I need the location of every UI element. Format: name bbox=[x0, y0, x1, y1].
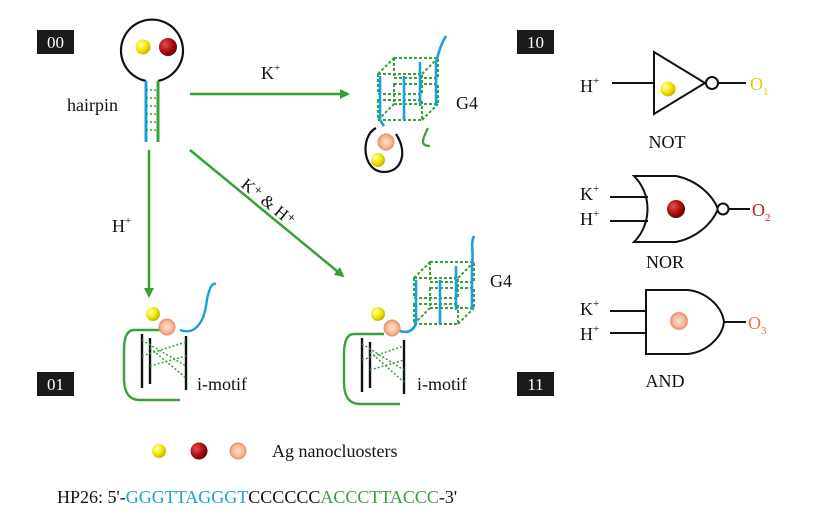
imotif-right-label: i-motif bbox=[417, 374, 467, 394]
legend-yellow-cluster-icon bbox=[152, 444, 166, 458]
legend-salmon-cluster-icon bbox=[229, 442, 247, 460]
sequence-black-part: CCCCCC bbox=[248, 487, 320, 507]
legend-red-cluster-icon bbox=[190, 442, 208, 460]
nor-gate-output: O2 bbox=[752, 200, 771, 224]
sequence-blue-part: GGGTTAGGGT bbox=[126, 487, 249, 507]
state-tag-00-label: 00 bbox=[47, 33, 64, 52]
yellow-cluster-icon bbox=[660, 81, 676, 97]
state-tag-10-label: 10 bbox=[527, 33, 544, 52]
sequence-green-part: ACCCTTACCC bbox=[320, 487, 439, 507]
g4-right-label: G4 bbox=[490, 271, 512, 291]
not-gate-output: O1 bbox=[750, 74, 769, 98]
legend-label: Ag nanocluosters bbox=[272, 441, 397, 461]
legend: Ag nanocluosters bbox=[152, 441, 397, 461]
not-gate-input-1: H+ bbox=[580, 75, 599, 96]
red-cluster-icon bbox=[667, 200, 685, 218]
state-tag-00: 00 bbox=[37, 30, 74, 54]
g4-imotif-structure-right bbox=[342, 235, 476, 406]
red-cluster-icon bbox=[159, 38, 177, 56]
salmon-cluster-icon bbox=[158, 318, 176, 336]
arrow-h-plus-label: H+ bbox=[112, 215, 131, 236]
and-gate-input-2: H+ bbox=[580, 323, 599, 344]
yellow-cluster-icon bbox=[371, 153, 385, 167]
arrow-k-and-h-label: K⁺ & H⁺ bbox=[237, 174, 299, 230]
state-tag-01-label: 01 bbox=[47, 375, 64, 394]
sequence-text: HP26: 5'-GGGTTAGGGTCCCCCCACCCTTACCC-3' bbox=[57, 487, 457, 507]
sequence-prefix: HP26: 5'- bbox=[57, 487, 126, 507]
nor-gate-input-2: H+ bbox=[580, 208, 599, 229]
salmon-cluster-icon bbox=[670, 312, 688, 330]
imotif-structure-left bbox=[122, 282, 217, 402]
and-gate-input-1: K+ bbox=[580, 298, 599, 319]
arrow-k-and-h: K⁺ & H⁺ bbox=[189, 149, 345, 278]
not-gate: H+ O1 NOT bbox=[580, 50, 769, 152]
arrow-k-plus-label: K+ bbox=[261, 62, 280, 83]
yellow-cluster-icon bbox=[371, 307, 385, 321]
state-tag-11-label: 11 bbox=[527, 375, 543, 394]
yellow-cluster-icon bbox=[135, 39, 151, 55]
salmon-cluster-icon bbox=[377, 133, 395, 151]
yellow-cluster-icon bbox=[146, 307, 160, 321]
g4-top-label: G4 bbox=[456, 93, 478, 113]
nor-gate-label: NOR bbox=[646, 252, 684, 272]
state-tag-11: 11 bbox=[517, 372, 554, 396]
and-gate-label: AND bbox=[646, 371, 685, 391]
state-tag-10: 10 bbox=[517, 30, 554, 54]
hairpin-label: hairpin bbox=[67, 95, 118, 115]
and-gate: K+ H+ O3 AND bbox=[580, 289, 767, 391]
hairpin-structure bbox=[119, 18, 185, 142]
sequence-suffix: -3' bbox=[439, 487, 457, 507]
arrow-k-plus: K+ bbox=[190, 62, 350, 99]
nor-gate-input-1: K+ bbox=[580, 183, 599, 204]
nor-gate: K+ H+ O2 NOR bbox=[580, 175, 771, 272]
not-gate-label: NOT bbox=[649, 132, 686, 152]
imotif-left-label: i-motif bbox=[197, 374, 247, 394]
arrow-h-plus: H+ bbox=[112, 150, 154, 298]
state-tag-01: 01 bbox=[37, 372, 74, 396]
salmon-cluster-icon bbox=[383, 319, 401, 337]
g4-structure-top bbox=[364, 35, 448, 174]
and-gate-output: O3 bbox=[748, 313, 767, 337]
